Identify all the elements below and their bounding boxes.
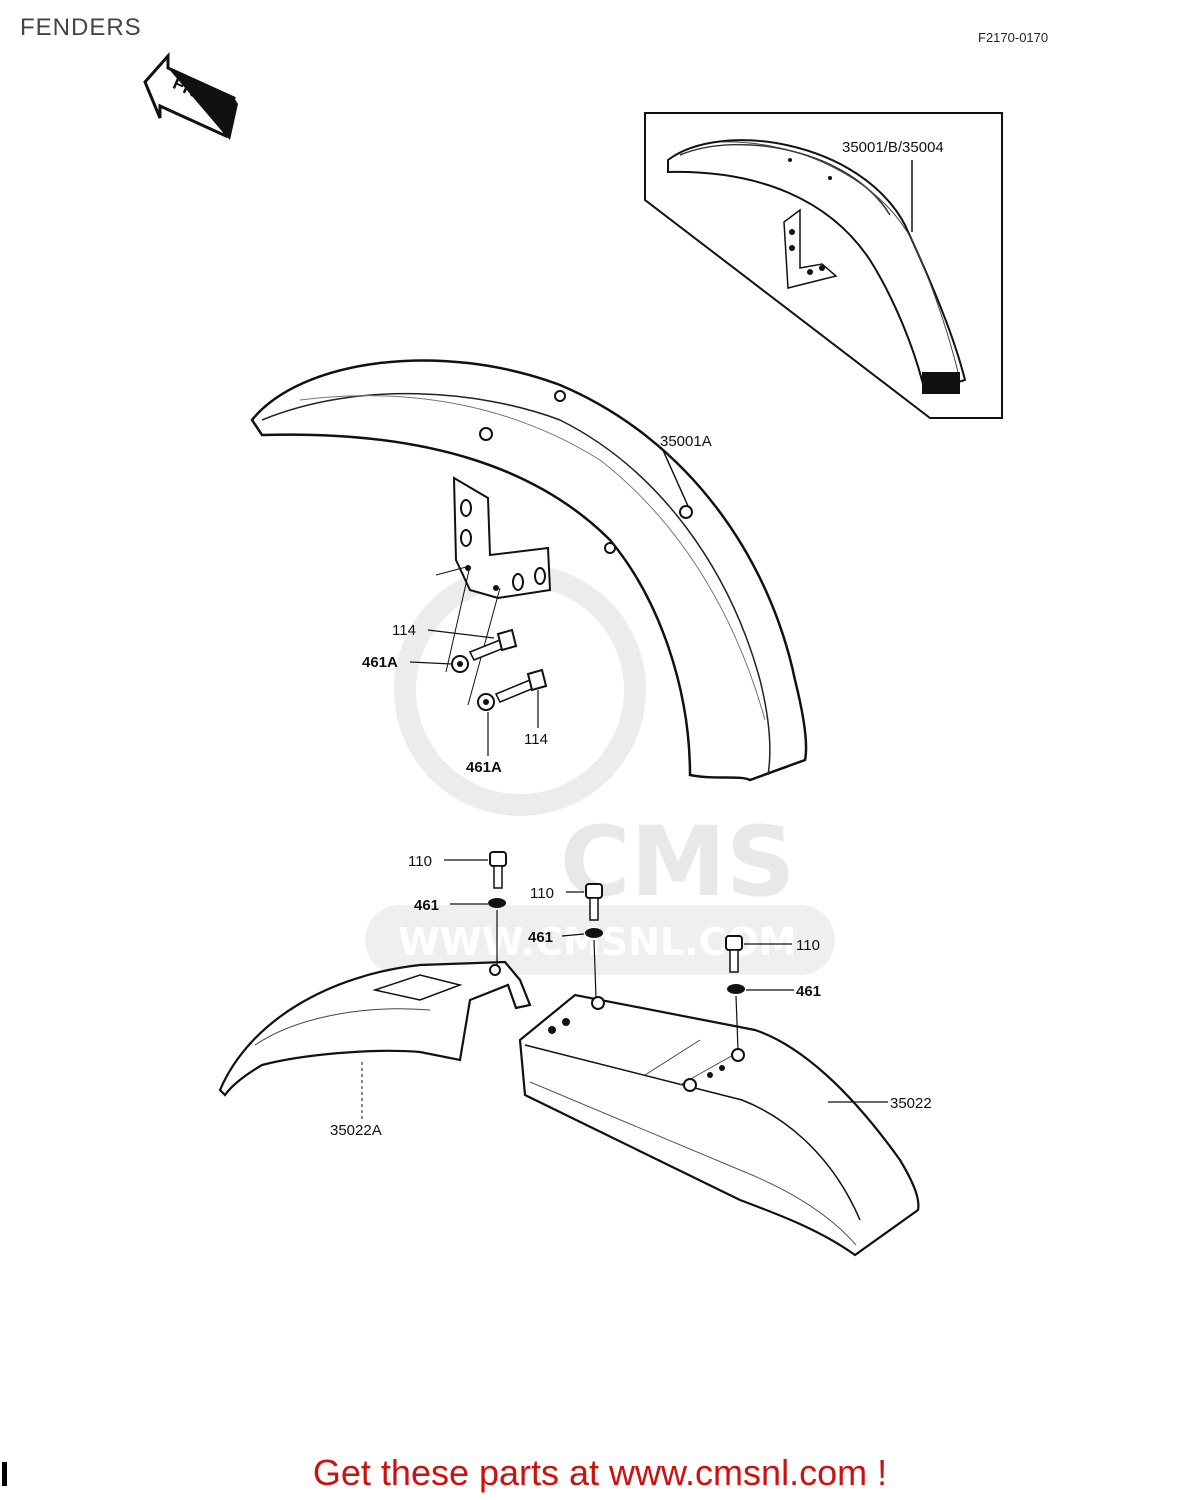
washer-461-b	[585, 928, 603, 938]
callout-bolt-lower: 114	[524, 731, 548, 748]
bolt-110-c	[725, 935, 743, 973]
watermark-brand: CMS	[560, 806, 795, 918]
callout-front-fender: 35001A	[660, 433, 712, 450]
front-direction-arrow: FRONT	[143, 52, 238, 140]
callout-washer-b: 461	[528, 929, 553, 946]
callout-washer-c: 461	[796, 983, 821, 1000]
bolt-110-b	[585, 883, 603, 921]
callout-rear-fender: 35022	[890, 1095, 932, 1112]
bolt-114-upper	[468, 628, 518, 661]
bolt-110-a	[489, 851, 507, 889]
callout-inset-fender: 35001/B/35004	[842, 139, 944, 156]
washer-461-a	[488, 898, 506, 908]
callout-bolt-c: 110	[796, 937, 820, 954]
callout-nut-lower: 461A	[466, 759, 502, 776]
bolt-114-lower	[494, 668, 548, 703]
callout-bolt-upper: 114	[392, 622, 416, 639]
front-fender-bolts: 114 461A 114 461A	[362, 565, 548, 776]
corner-mark	[2, 1462, 7, 1486]
rear-fender-bolts: 110 461 110 461 110 461	[408, 851, 821, 1051]
callout-nut-upper: 461A	[362, 654, 398, 671]
inset-panel: 35001/B/35004	[644, 112, 1003, 419]
nut-461a-lower	[477, 693, 495, 711]
front-fender-drawing	[250, 359, 808, 782]
inset-fender-drawing	[667, 139, 967, 394]
callout-bolt-b: 110	[530, 885, 554, 902]
nut-461a-upper	[451, 655, 469, 673]
rear-fender-drawing	[518, 993, 920, 1257]
washer-461-c	[727, 984, 745, 994]
page-title: FENDERS	[20, 14, 142, 41]
rear-fender-front-drawing	[218, 960, 532, 1097]
callout-bolt-a: 110	[408, 853, 432, 870]
diagram-reference-code: F2170-0170	[978, 30, 1049, 45]
footer-parts-link[interactable]: Get these parts at www.cmsnl.com !	[312, 1452, 888, 1493]
callout-rear-fender-front: 35022A	[330, 1122, 382, 1139]
fenders-diagram: CMS WWW.CMSNL.COM FRONT 35001/B/35004	[143, 52, 1003, 1257]
callout-washer-a: 461	[414, 897, 439, 914]
